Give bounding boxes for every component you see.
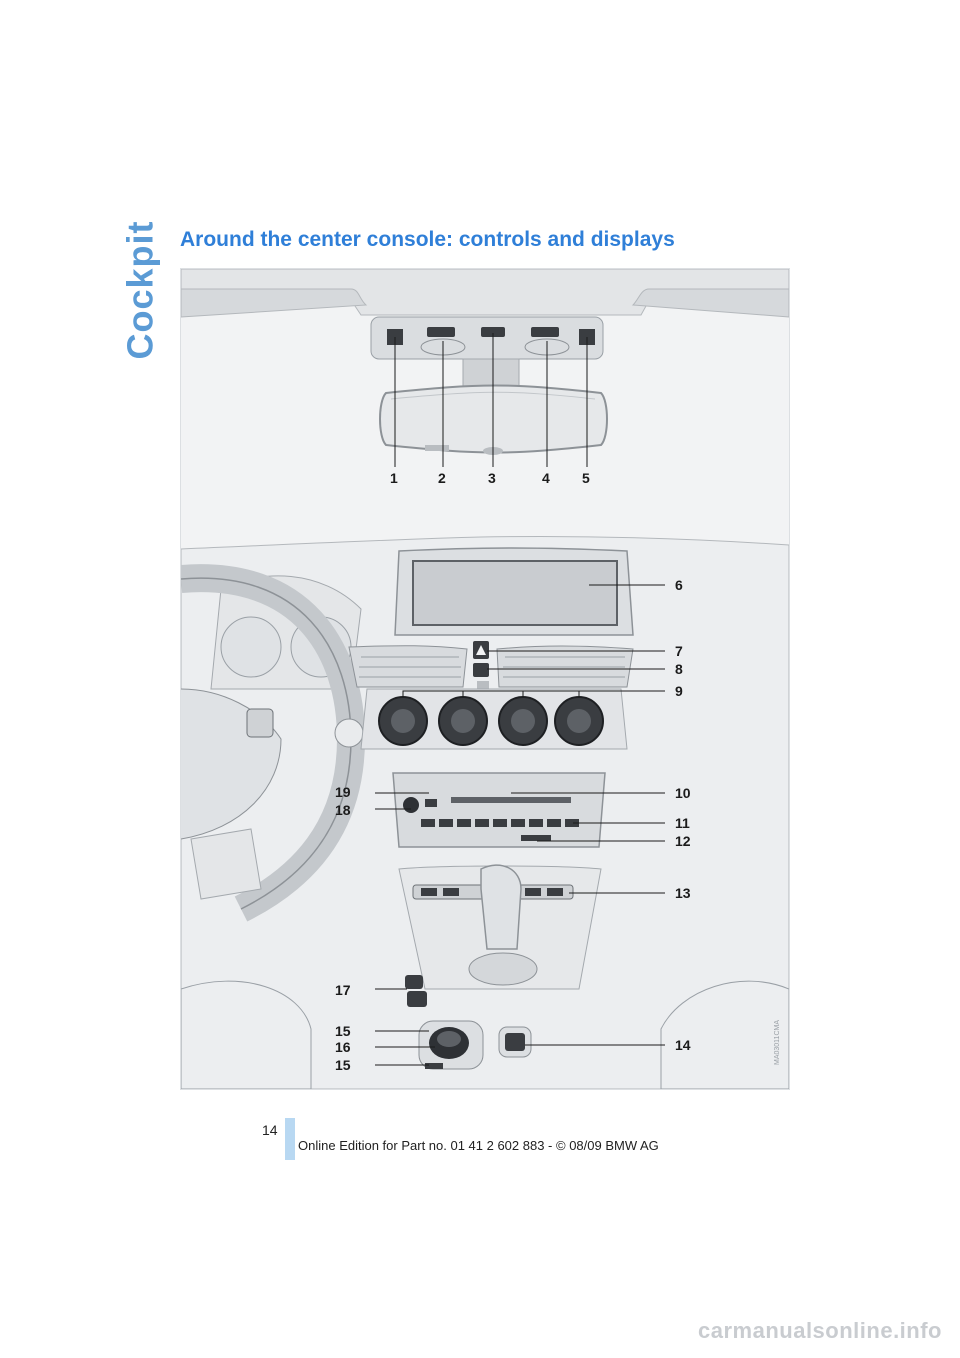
page-number: 14: [262, 1122, 278, 1138]
callout-15-bottom: 15: [335, 1057, 351, 1073]
edition-notice: Online Edition for Part no. 01 41 2 602 …: [298, 1138, 659, 1153]
callout-5: 5: [582, 470, 590, 486]
callout-13: 13: [675, 885, 691, 901]
cd-slot: [451, 797, 571, 803]
gear-selector: [480, 864, 522, 950]
callout-11: 11: [675, 815, 690, 831]
overhead-console: [370, 316, 604, 360]
callout-2: 2: [438, 470, 446, 486]
callout-18: 18: [335, 802, 351, 818]
section-tab-label: Cockpit: [119, 220, 161, 360]
callout-16: 16: [335, 1039, 351, 1055]
figure-code: MA03011CMA: [774, 1020, 781, 1065]
volume-knob: [403, 797, 419, 813]
callout-12: 12: [675, 833, 691, 849]
steering-wheel-buttons: [246, 708, 274, 738]
callout-1: 1: [390, 470, 398, 486]
center-console-illustration: 1 2 3 4 5: [181, 269, 789, 1089]
footer-bar: [285, 1118, 295, 1160]
page-title: Around the center console: controls and …: [180, 228, 675, 251]
center-console-figure: 1 2 3 4 5: [180, 268, 790, 1090]
callout-14: 14: [675, 1037, 691, 1053]
callout-7: 7: [675, 643, 683, 659]
callout-10: 10: [675, 785, 691, 801]
section-tab: Cockpit: [118, 220, 162, 360]
callout-8: 8: [675, 661, 683, 677]
callout-6: 6: [675, 577, 683, 593]
callout-19: 19: [335, 784, 351, 800]
radio-panel: [392, 772, 606, 848]
window-switch-1: [405, 975, 423, 989]
window-switch-2: [407, 991, 427, 1007]
control-display: [412, 560, 618, 626]
callout-9: 9: [675, 683, 683, 699]
start-stop-button: [505, 1033, 525, 1051]
callout-17: 17: [335, 982, 351, 998]
callout-15-top: 15: [335, 1023, 351, 1039]
central-locking-button: [473, 663, 489, 677]
site-watermark: carmanualsonline.info: [698, 1318, 942, 1343]
callout-4: 4: [542, 470, 550, 486]
callout-3: 3: [488, 470, 496, 486]
